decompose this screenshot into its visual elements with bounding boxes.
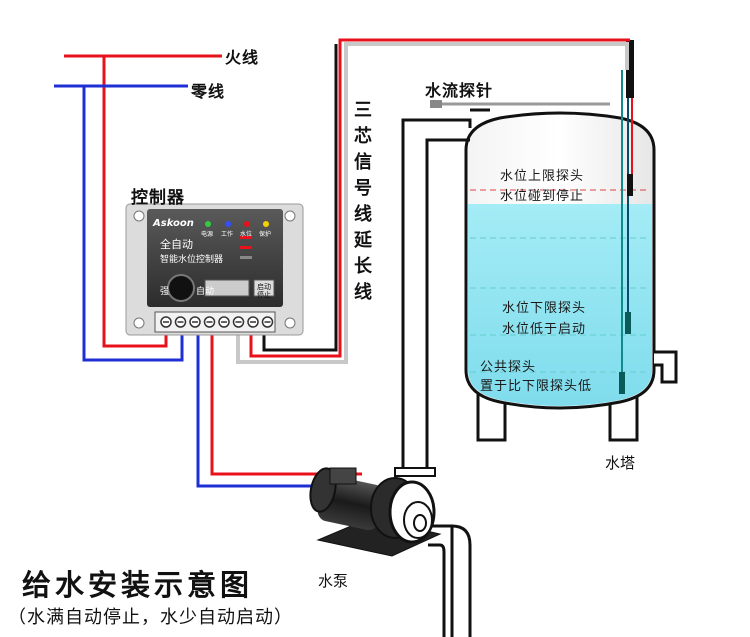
signal-cable-char: 三: [354, 100, 372, 121]
controller-model: 智能水位控制器: [160, 255, 224, 265]
signal-cable-char: 芯: [354, 126, 372, 147]
indicator-label: 保护: [259, 231, 272, 238]
signal-cable-char: 号: [354, 178, 372, 199]
water-tower-label: 水塔: [605, 454, 636, 472]
lower-probe-label: 水位下限探头: [502, 301, 587, 316]
controller-label: 控制器: [131, 188, 185, 208]
water-tower: [464, 111, 678, 442]
flow-probe-label: 水流探针: [425, 81, 494, 100]
signal-cable-char: 延: [354, 230, 372, 251]
controller-name: 全自动: [160, 238, 193, 251]
terminal-row: [160, 316, 274, 328]
common-probe-label: 公共探头: [480, 360, 537, 375]
live-wire-label: 火线: [225, 48, 260, 67]
water-pump: [309, 467, 442, 557]
flow-probe: [430, 100, 610, 112]
upper-probe-note: 水位碰到停止: [500, 189, 585, 204]
signal-cable-char: 线: [354, 204, 372, 225]
page-title: 给水安装示意图: [22, 568, 254, 602]
knob-left-label: 强: [160, 287, 170, 297]
signal-cable-label: 三 芯 信 号 线 延 长 线: [352, 98, 374, 306]
reset-button-label: 启动 停止: [257, 283, 271, 299]
indicator-label: 水位: [240, 231, 253, 238]
water-pump-label: 水泵: [318, 572, 349, 590]
signal-cable-char: 信: [354, 152, 372, 173]
signal-cable-char: 线: [354, 282, 372, 303]
suction-pipe: [415, 524, 472, 637]
brand-logo: Askoon: [153, 218, 194, 229]
page-subtitle: （水满自动停止，水少自动启动）: [8, 607, 293, 628]
signal-cable: [236, 38, 630, 364]
controller-box: [125, 203, 304, 336]
indicator-label: 电源: [201, 231, 214, 238]
neutral-wire-label: 零线: [191, 82, 226, 101]
indicator-label: 工作: [221, 231, 234, 238]
lower-probe-note: 水位低于启动: [502, 322, 587, 337]
common-probe-note: 置于比下限探头低: [480, 379, 593, 394]
mains-wiring: [54, 54, 362, 488]
signal-cable-char: 长: [354, 256, 372, 277]
inlet-pipe: [401, 118, 472, 470]
knob-right-label: 自动: [196, 287, 215, 297]
upper-probe-label: 水位上限探头: [500, 169, 585, 184]
tank-probes: [619, 40, 634, 394]
